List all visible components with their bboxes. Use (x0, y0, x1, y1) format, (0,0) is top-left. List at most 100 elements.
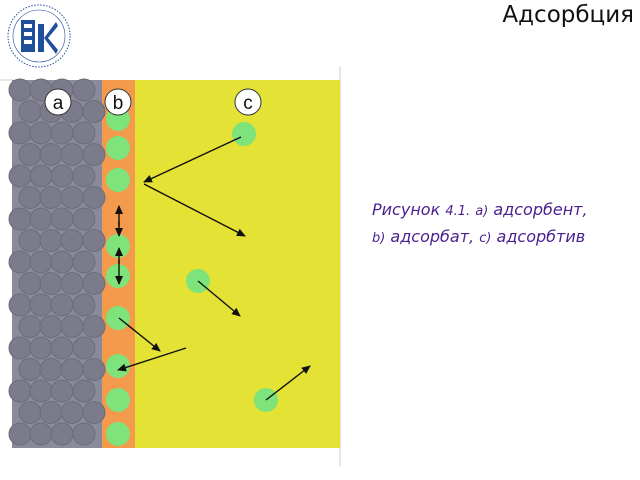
adsorbed-molecule (106, 422, 130, 446)
adsorbent-sphere (18, 100, 42, 123)
figure-caption: Рисунок 4.1. a) адсорбент, b) адсорбат, … (372, 197, 634, 251)
adsorbent-sphere (18, 229, 42, 252)
adsorbent-sphere (29, 121, 53, 145)
caption-term-b: адсорбат, (390, 227, 475, 246)
adsorbent-sphere (60, 401, 84, 424)
adsorbent-sphere (82, 272, 106, 295)
caption-number: 4.1. (445, 204, 471, 219)
adsorbent-sphere (39, 186, 63, 209)
adsorbent-sphere (60, 229, 84, 252)
adsorbed-molecule (106, 234, 130, 258)
adsorbent-sphere (29, 422, 53, 446)
adsorbed-molecule (106, 388, 130, 412)
university-emblem-icon (7, 4, 71, 68)
adsorbent-sphere (82, 315, 106, 338)
adsorbent-sphere (8, 164, 32, 188)
adsorbent-sphere (50, 164, 74, 188)
adsorbent-sphere (50, 379, 74, 403)
adsorbent-sphere (18, 401, 42, 424)
label-b-badge: b (104, 88, 132, 116)
caption-term-a: адсорбент, (493, 200, 588, 219)
label-c: c (243, 93, 253, 114)
adsorbent-sphere (72, 293, 96, 317)
adsorbent-sphere (39, 229, 63, 252)
adsorbent-sphere (82, 401, 106, 424)
adsorbed-molecule (106, 354, 130, 378)
adsorbent-sphere (39, 315, 63, 338)
adsorbent-sphere (8, 422, 32, 446)
arrow (117, 347, 187, 372)
arrow (118, 317, 161, 352)
adsorbent-sphere (18, 143, 42, 166)
adsorbent-sphere (60, 272, 84, 295)
adsorbent-sphere (29, 293, 53, 317)
adsorbent-sphere (18, 186, 42, 209)
adsorbent-spheres (8, 78, 106, 446)
adsorbent-sphere (82, 229, 106, 252)
adsorbent-sphere (8, 379, 32, 403)
caption-word: Рисунок (372, 200, 441, 219)
adsorbent-sphere (8, 121, 32, 145)
adsorbent-sphere (72, 422, 96, 446)
adsorbent-sphere (39, 358, 63, 381)
adsorbent-sphere (29, 250, 53, 274)
adsorbent-sphere (72, 121, 96, 145)
adsorbent-sphere (72, 336, 96, 360)
label-a-badge: a (44, 88, 72, 116)
adsorbent-sphere (18, 315, 42, 338)
adsorbent-sphere (82, 358, 106, 381)
adsorbent-sphere (8, 78, 32, 102)
adsorbent-sphere (60, 315, 84, 338)
adsorbent-sphere (18, 272, 42, 295)
caption-line-1: Рисунок 4.1. a) адсорбент, (372, 197, 634, 224)
adsorbent-sphere (29, 164, 53, 188)
free-molecule (232, 122, 256, 146)
caption-term-c: адсорбтив (496, 227, 586, 246)
adsorbent-sphere (8, 293, 32, 317)
adsorbent-sphere (72, 250, 96, 274)
adsorbent-sphere (29, 336, 53, 360)
arrow (143, 136, 242, 183)
adsorbent-sphere (8, 207, 32, 231)
adsorbent-sphere (29, 207, 53, 231)
adsorbent-sphere (60, 143, 84, 166)
slide-title: Адсорбция (502, 2, 634, 28)
label-a: a (53, 93, 64, 114)
adsorbent-sphere (72, 207, 96, 231)
label-c-badge: c (234, 88, 262, 116)
adsorbent-sphere (39, 143, 63, 166)
adsorbent-sphere (50, 422, 74, 446)
adsorbent-sphere (60, 186, 84, 209)
adsorbent-sphere (72, 164, 96, 188)
arrow (143, 183, 246, 237)
adsorbent-sphere (50, 336, 74, 360)
arrow (197, 280, 241, 317)
adsorbent-sphere (39, 401, 63, 424)
adsorbent-sphere (29, 379, 53, 403)
adsorbent-sphere (8, 336, 32, 360)
arrow (265, 365, 311, 401)
caption-letter-c: c) (479, 231, 492, 246)
caption-line-2: b) адсорбат, c) адсорбтив (372, 224, 634, 251)
adsorbent-sphere (60, 358, 84, 381)
adsorbent-sphere (50, 207, 74, 231)
adsorbent-sphere (39, 272, 63, 295)
adsorption-figure: a b c (0, 66, 341, 466)
adsorbent-sphere (50, 250, 74, 274)
adsorbent-sphere (82, 100, 106, 123)
adsorbed-molecule (106, 306, 130, 330)
label-b: b (113, 93, 124, 114)
adsorbent-sphere (72, 78, 96, 102)
adsorbed-molecules (106, 107, 130, 446)
adsorbed-molecule (106, 264, 130, 288)
adsorbent-sphere (50, 121, 74, 145)
caption-letter-b: b) (372, 231, 386, 246)
adsorbed-molecule (106, 136, 130, 160)
adsorbent-sphere (72, 379, 96, 403)
arrows (115, 136, 311, 401)
adsorbent-sphere (8, 250, 32, 274)
adsorbent-sphere (18, 358, 42, 381)
adsorbent-sphere (82, 143, 106, 166)
adsorbed-molecule (106, 168, 130, 192)
adsorbent-sphere (82, 186, 106, 209)
